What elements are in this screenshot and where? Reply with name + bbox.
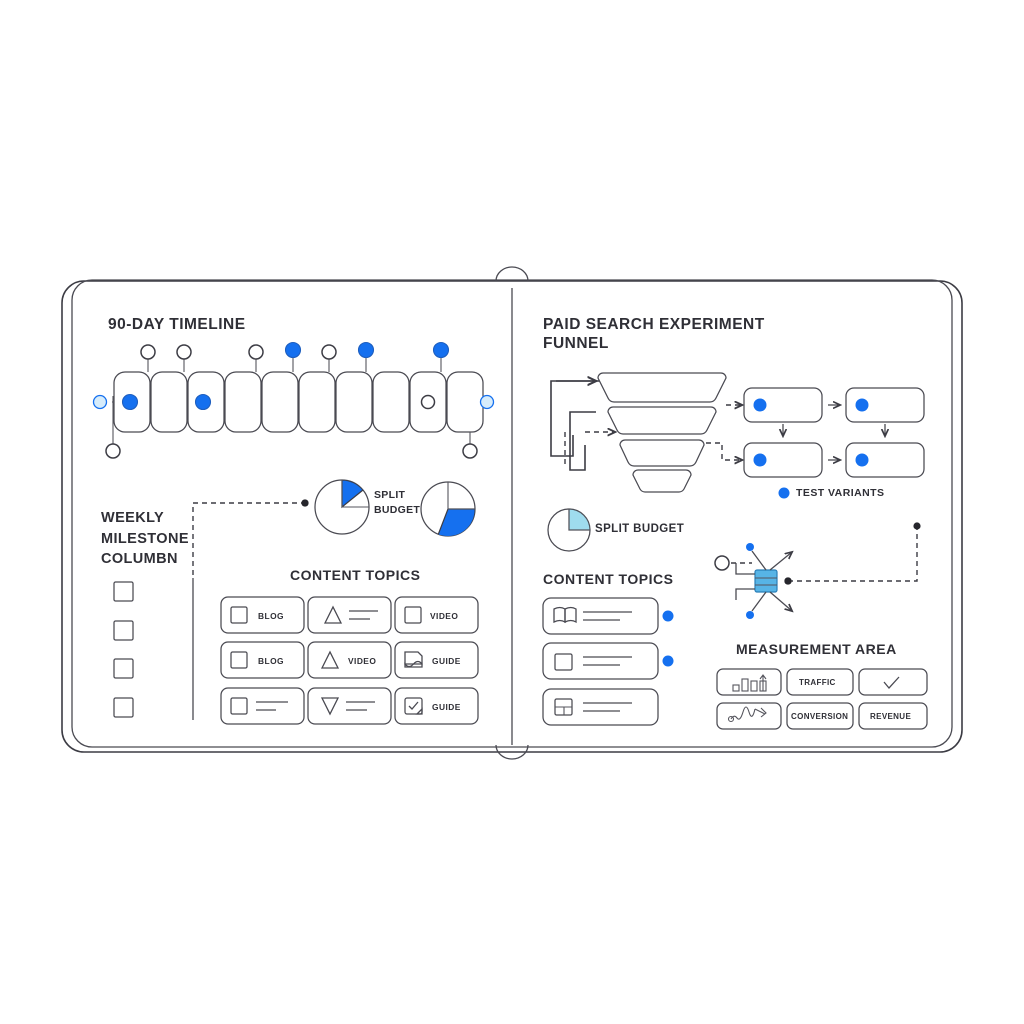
milestone-column-title-line-2: MILESTONE (101, 531, 189, 547)
measurement-chips (716, 668, 928, 730)
attribution-node-diagram (714, 522, 921, 619)
timeline-endcaps (92, 394, 495, 459)
test-variant-boxes (743, 387, 925, 499)
chip-label-5[interactable]: VIDEO (348, 656, 377, 666)
budget-pie-right (547, 508, 591, 552)
right-content-topics-title: CONTENT TOPICS (543, 571, 674, 587)
left-content-chips (220, 596, 479, 725)
funnel-loops (550, 381, 615, 471)
milestone-column-title-line-3: COLUMBN (101, 551, 178, 567)
milestone-checkboxes (113, 581, 134, 718)
budget-pie-large (420, 481, 476, 537)
measurement-chip-conversion[interactable]: CONVERSION (791, 712, 849, 721)
measurement-area-title: MEASUREMENT AREA (736, 641, 897, 657)
notebook-cover (61, 279, 963, 753)
right-content-rows (542, 597, 674, 726)
funnel-stages (597, 372, 727, 493)
split-budget-label-line-1: SPLIT (374, 489, 406, 501)
test-variants-legend-label: TEST VARIANTS (796, 487, 885, 499)
right-split-budget-label: SPLIT BUDGET (595, 523, 685, 535)
chip-label-4[interactable]: BLOG (258, 656, 284, 666)
timeline-inline-dots (121, 393, 436, 411)
milestone-column-title-line-1: WEEKLY (101, 510, 165, 526)
funnel-title-line-1: PAID SEARCH EXPERIMENT (543, 316, 765, 333)
funnel-to-variants-connectors (706, 405, 742, 460)
left-content-topics-title: CONTENT TOPICS (290, 567, 421, 583)
split-budget-label-line-2: BUDGET (374, 504, 421, 516)
measurement-chip-traffic[interactable]: TRAFFIC (799, 678, 836, 687)
chip-label-6[interactable]: GUIDE (432, 656, 461, 666)
timeline-markers (140, 341, 450, 372)
chip-label-9[interactable]: GUIDE (432, 702, 461, 712)
timeline-title: 90-DAY TIMELINE (108, 316, 246, 333)
chip-label-1[interactable]: BLOG (258, 611, 284, 621)
budget-pie-small (314, 479, 370, 535)
notebook-spine (495, 266, 529, 760)
funnel-title-line-2: FUNNEL (543, 335, 609, 352)
measurement-chip-revenue[interactable]: REVENUE (870, 712, 912, 721)
milestone-to-budget-connector (192, 499, 309, 575)
chip-label-3[interactable]: VIDEO (430, 611, 459, 621)
